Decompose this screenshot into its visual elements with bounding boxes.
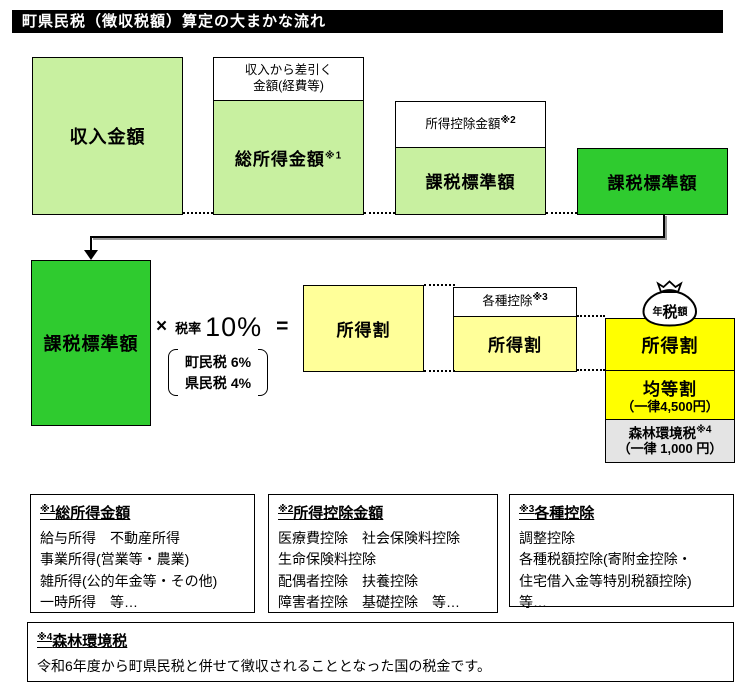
dotted-connector xyxy=(424,370,455,372)
footnote-line: 事業所得(営業等・農業) xyxy=(40,551,190,568)
income-amount-box: 収入金額 xyxy=(32,57,183,215)
gross-income-label: 総所得金額※1 xyxy=(234,149,343,169)
income-levy-box-1: 所得割 xyxy=(303,285,424,372)
footnote-line: 障害者控除 基礎控除 等… xyxy=(278,593,460,610)
income-deduction-label: 所得控除金額※2 xyxy=(425,114,516,131)
footnote-line: 住宅借入金等特別税額控除) xyxy=(519,572,692,589)
income-levy-label-3: 所得割 xyxy=(641,335,699,356)
footnote-title-3: ※3各種控除 xyxy=(519,504,595,523)
various-deductions-label: 各種控除※3 xyxy=(482,292,548,309)
footnote-title-4: ※4森林環境税 xyxy=(37,632,128,651)
dotted-connector xyxy=(546,212,577,214)
footnote-line: 給与所得 不動産所得 xyxy=(40,530,180,546)
footnote-line: 生命保険料控除 xyxy=(278,551,376,568)
income-deduction-box: 所得控除金額※2 xyxy=(395,101,546,148)
flow-arrow-head-icon xyxy=(84,250,98,260)
footnote-line: 医療費控除 社会保険料控除 xyxy=(278,530,460,546)
taxable-standard-dark-box: 課税標準額 xyxy=(577,148,728,215)
footnote-line: 調整控除 xyxy=(519,530,575,546)
income-levy-label-2: 所得割 xyxy=(488,336,542,356)
dotted-connector xyxy=(424,284,455,286)
forest-tax-amount: （一律 1,000 円） xyxy=(617,440,723,456)
flow-arrow-segment xyxy=(91,236,665,238)
town-tax-rate: 町民税 6% xyxy=(184,353,252,370)
taxable-standard-label-3: 課税標準額 xyxy=(43,334,139,354)
per-capita-label: 均等割 xyxy=(643,380,697,400)
dotted-connector xyxy=(183,212,213,214)
footnote-marker-1: ※1 xyxy=(324,150,343,162)
rate-value: 10% xyxy=(205,311,263,342)
income-levy-box-2: 所得割 xyxy=(453,315,577,372)
page-title: 町県民税（徴収税額）算定の大まかな流れ xyxy=(12,10,723,33)
footnote-marker-4: ※4 xyxy=(696,424,712,436)
footnote-marker-2: ※2 xyxy=(500,114,516,126)
multiply-sign: × xyxy=(156,316,168,337)
annual-tax-amount-label: 年税額 xyxy=(652,304,688,321)
footnote-box-forest-tax: ※4森林環境税 令和6年度から町県民税と併せて徴収されることとなった国の税金です… xyxy=(27,622,734,682)
gross-income-box: 総所得金額※1 xyxy=(213,99,364,215)
taxable-standard-base-box: 課税標準額 xyxy=(31,260,151,426)
dotted-connector xyxy=(577,315,605,317)
forest-tax-label: 森林環境税※4 xyxy=(628,424,712,441)
footnote-title-1: ※1総所得金額 xyxy=(40,504,131,523)
money-bag-shape xyxy=(642,280,698,327)
footnote-line: 等… xyxy=(519,593,547,610)
rate-label: 税率 xyxy=(175,320,202,336)
dotted-connector xyxy=(577,369,605,371)
deduction-note-line1: 収入から差引く xyxy=(244,63,333,78)
prefecture-tax-rate: 県民税 4% xyxy=(184,374,252,391)
rate-breakdown: 町民税 6% 県民税 4% xyxy=(168,349,268,396)
footnote-title-2: ※2所得控除金額 xyxy=(278,504,384,523)
various-deductions-box: 各種控除※3 xyxy=(453,287,577,317)
footnote-box-various-deductions: ※3各種控除 調整控除 各種税額控除(寄附金控除・ 住宅借入金等特別税額控除) … xyxy=(509,494,734,610)
per-capita-levy-box: 均等割 （一律4,500円） xyxy=(605,369,735,421)
dotted-connector xyxy=(364,212,395,214)
footnote-line: 各種税額控除(寄附金控除・ xyxy=(519,551,692,568)
annual-income-levy-box: 所得割 xyxy=(605,318,735,371)
income-levy-label-1: 所得割 xyxy=(336,321,391,340)
footnote-text: 令和6年度から町県民税と併せて徴収されることとなった国の税金です。 xyxy=(37,658,491,674)
footnote-line: 雑所得(公的年金等・その他) xyxy=(40,572,218,589)
flow-arrow-segment xyxy=(90,236,92,251)
footnote-line: 一時所得 等… xyxy=(40,593,138,610)
income-amount-label: 収入金額 xyxy=(69,127,146,147)
footnote-marker-3: ※3 xyxy=(532,292,548,304)
flow-arrow-segment xyxy=(663,215,665,237)
taxable-standard-label-2: 課税標準額 xyxy=(607,174,698,193)
footnote-box-income-deduction: ※2所得控除金額 医療費控除 社会保険料控除 生命保険料控除 配偶者控除 扶養控… xyxy=(268,494,498,613)
per-capita-amount: （一律4,500円） xyxy=(621,399,719,415)
equals-sign: = xyxy=(276,315,289,338)
taxable-standard-light-box: 課税標準額 xyxy=(395,146,546,215)
footnote-line: 配偶者控除 扶養控除 xyxy=(278,572,418,589)
tax-rate-expression: × 税率 10% = xyxy=(156,310,288,344)
deduction-from-income-box: 収入から差引く 金額(経費等) xyxy=(213,57,364,101)
money-bag-icon: 年税額 xyxy=(641,280,699,327)
taxable-standard-label-1: 課税標準額 xyxy=(425,173,516,193)
forest-tax-box: 森林環境税※4 （一律 1,000 円） xyxy=(605,419,735,463)
footnote-box-gross-income: ※1総所得金額 給与所得 不動産所得 事業所得(営業等・農業) 雑所得(公的年金… xyxy=(30,494,255,613)
deduction-note-line2: 金額(経費等) xyxy=(253,79,324,93)
